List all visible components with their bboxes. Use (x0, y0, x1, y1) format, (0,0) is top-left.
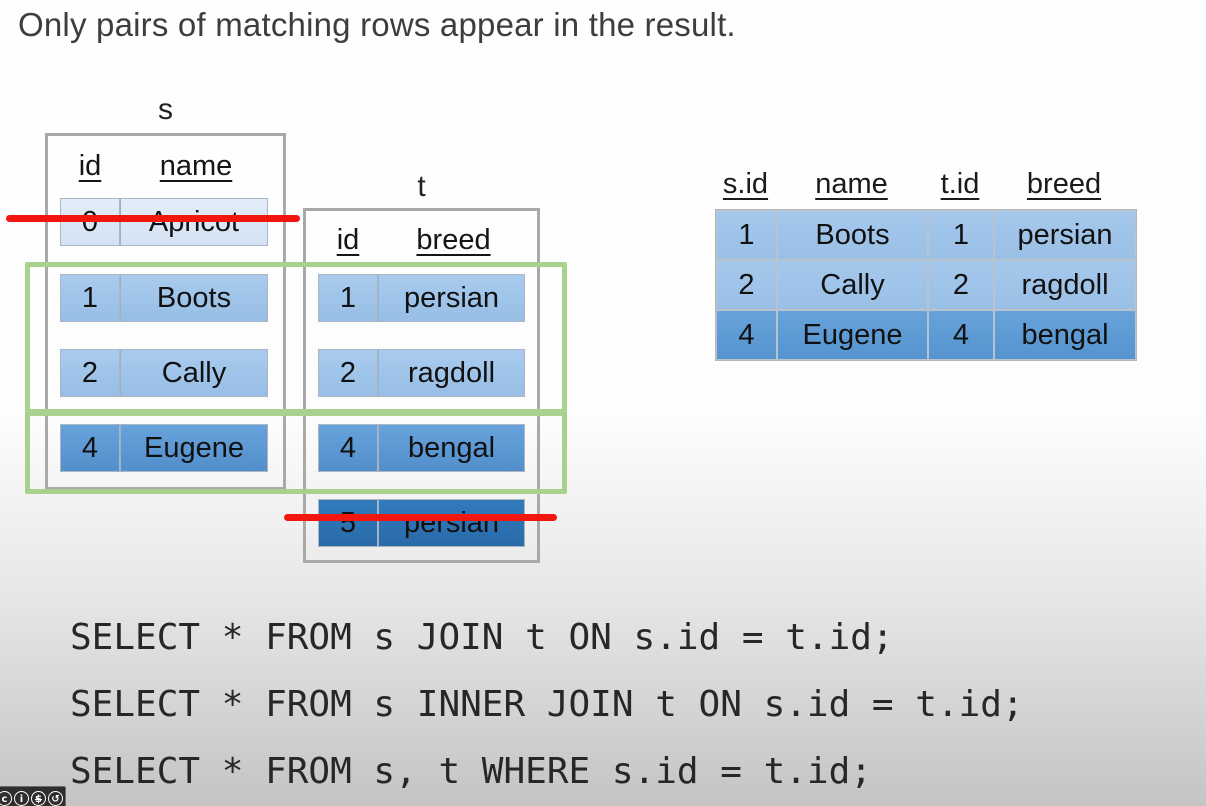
cc-by-icon: i (14, 790, 29, 806)
table-row: 4 bengal (318, 424, 525, 472)
result-cell: bengal (994, 310, 1136, 360)
cell-s-name: Cally (120, 349, 268, 397)
cell-t-breed: persian (378, 499, 525, 547)
result-header-tid: t.id (940, 168, 980, 200)
result-cell: Eugene (777, 310, 928, 360)
cell-t-id: 4 (318, 424, 378, 472)
cc-license-badge: c i $ ↺ (0, 786, 66, 806)
cell-t-breed: bengal (378, 424, 525, 472)
table-t-header-breed: breed (416, 224, 491, 256)
table-row: 0 Apricot (60, 198, 268, 246)
slide-title: Only pairs of matching rows appear in th… (18, 6, 736, 43)
sql-code-block: SELECT * FROM s JOIN t ON s.id = t.id; SE… (70, 604, 1024, 805)
result-cell: 2 (716, 260, 777, 310)
result-cell: ragdoll (994, 260, 1136, 310)
match-group-box-row-4 (25, 409, 567, 494)
cell-t-id: 2 (318, 349, 378, 397)
cc-sa-icon: ↺ (48, 790, 63, 806)
table-t-frame (303, 208, 540, 563)
table-row: 2 ragdoll (318, 349, 525, 397)
result-header-breed: breed (1026, 168, 1102, 200)
result-cell: 4 (928, 310, 994, 360)
sql-statement-where: SELECT * FROM s, t WHERE s.id = t.id; (70, 751, 872, 792)
cell-t-breed: ragdoll (378, 349, 525, 397)
table-s-frame (45, 133, 286, 490)
result-header-name: name (815, 168, 888, 200)
result-cell: 1 (928, 210, 994, 260)
cell-s-name: Apricot (120, 198, 268, 246)
result-cell: Boots (777, 210, 928, 260)
result-cell: 1 (716, 210, 777, 260)
cell-t-breed: persian (378, 274, 525, 322)
table-s-header-id: id (78, 150, 102, 182)
cc-icon: c (0, 790, 12, 806)
result-table: 1 Boots 1 persian 2 Cally 2 ragdoll 4 Eu… (715, 209, 1137, 361)
result-header-sid: s.id (722, 168, 769, 200)
table-t-header-id: id (336, 224, 360, 256)
result-cell: persian (994, 210, 1136, 260)
strikethrough-line-t-row5 (284, 514, 557, 521)
sql-statement-join: SELECT * FROM s JOIN t ON s.id = t.id; (70, 617, 894, 658)
cell-s-id: 2 (60, 349, 120, 397)
sql-statement-inner-join: SELECT * FROM s INNER JOIN t ON s.id = t… (70, 684, 1024, 725)
table-row: 5 persian (318, 499, 525, 547)
cc-nc-icon: $ (31, 790, 46, 806)
result-cell: 2 (928, 260, 994, 310)
table-row: 4 Eugene (60, 424, 268, 472)
cell-t-id: 5 (318, 499, 378, 547)
result-cell: 4 (716, 310, 777, 360)
cell-s-id: 1 (60, 274, 120, 322)
cell-s-id: 0 (60, 198, 120, 246)
cell-s-id: 4 (60, 424, 120, 472)
strikethrough-line-s-row0 (6, 215, 300, 222)
result-cell: Cally (777, 260, 928, 310)
table-row: 2 Cally (60, 349, 268, 397)
table-row: 1 persian (318, 274, 525, 322)
cell-t-id: 1 (318, 274, 378, 322)
table-row: 1 Boots (60, 274, 268, 322)
table-s-header-name: name (159, 150, 233, 182)
table-t-label: t (417, 170, 426, 203)
cell-s-name: Eugene (120, 424, 268, 472)
match-group-box-rows-1-2 (25, 262, 567, 416)
table-s-label: s (158, 93, 173, 126)
cell-s-name: Boots (120, 274, 268, 322)
